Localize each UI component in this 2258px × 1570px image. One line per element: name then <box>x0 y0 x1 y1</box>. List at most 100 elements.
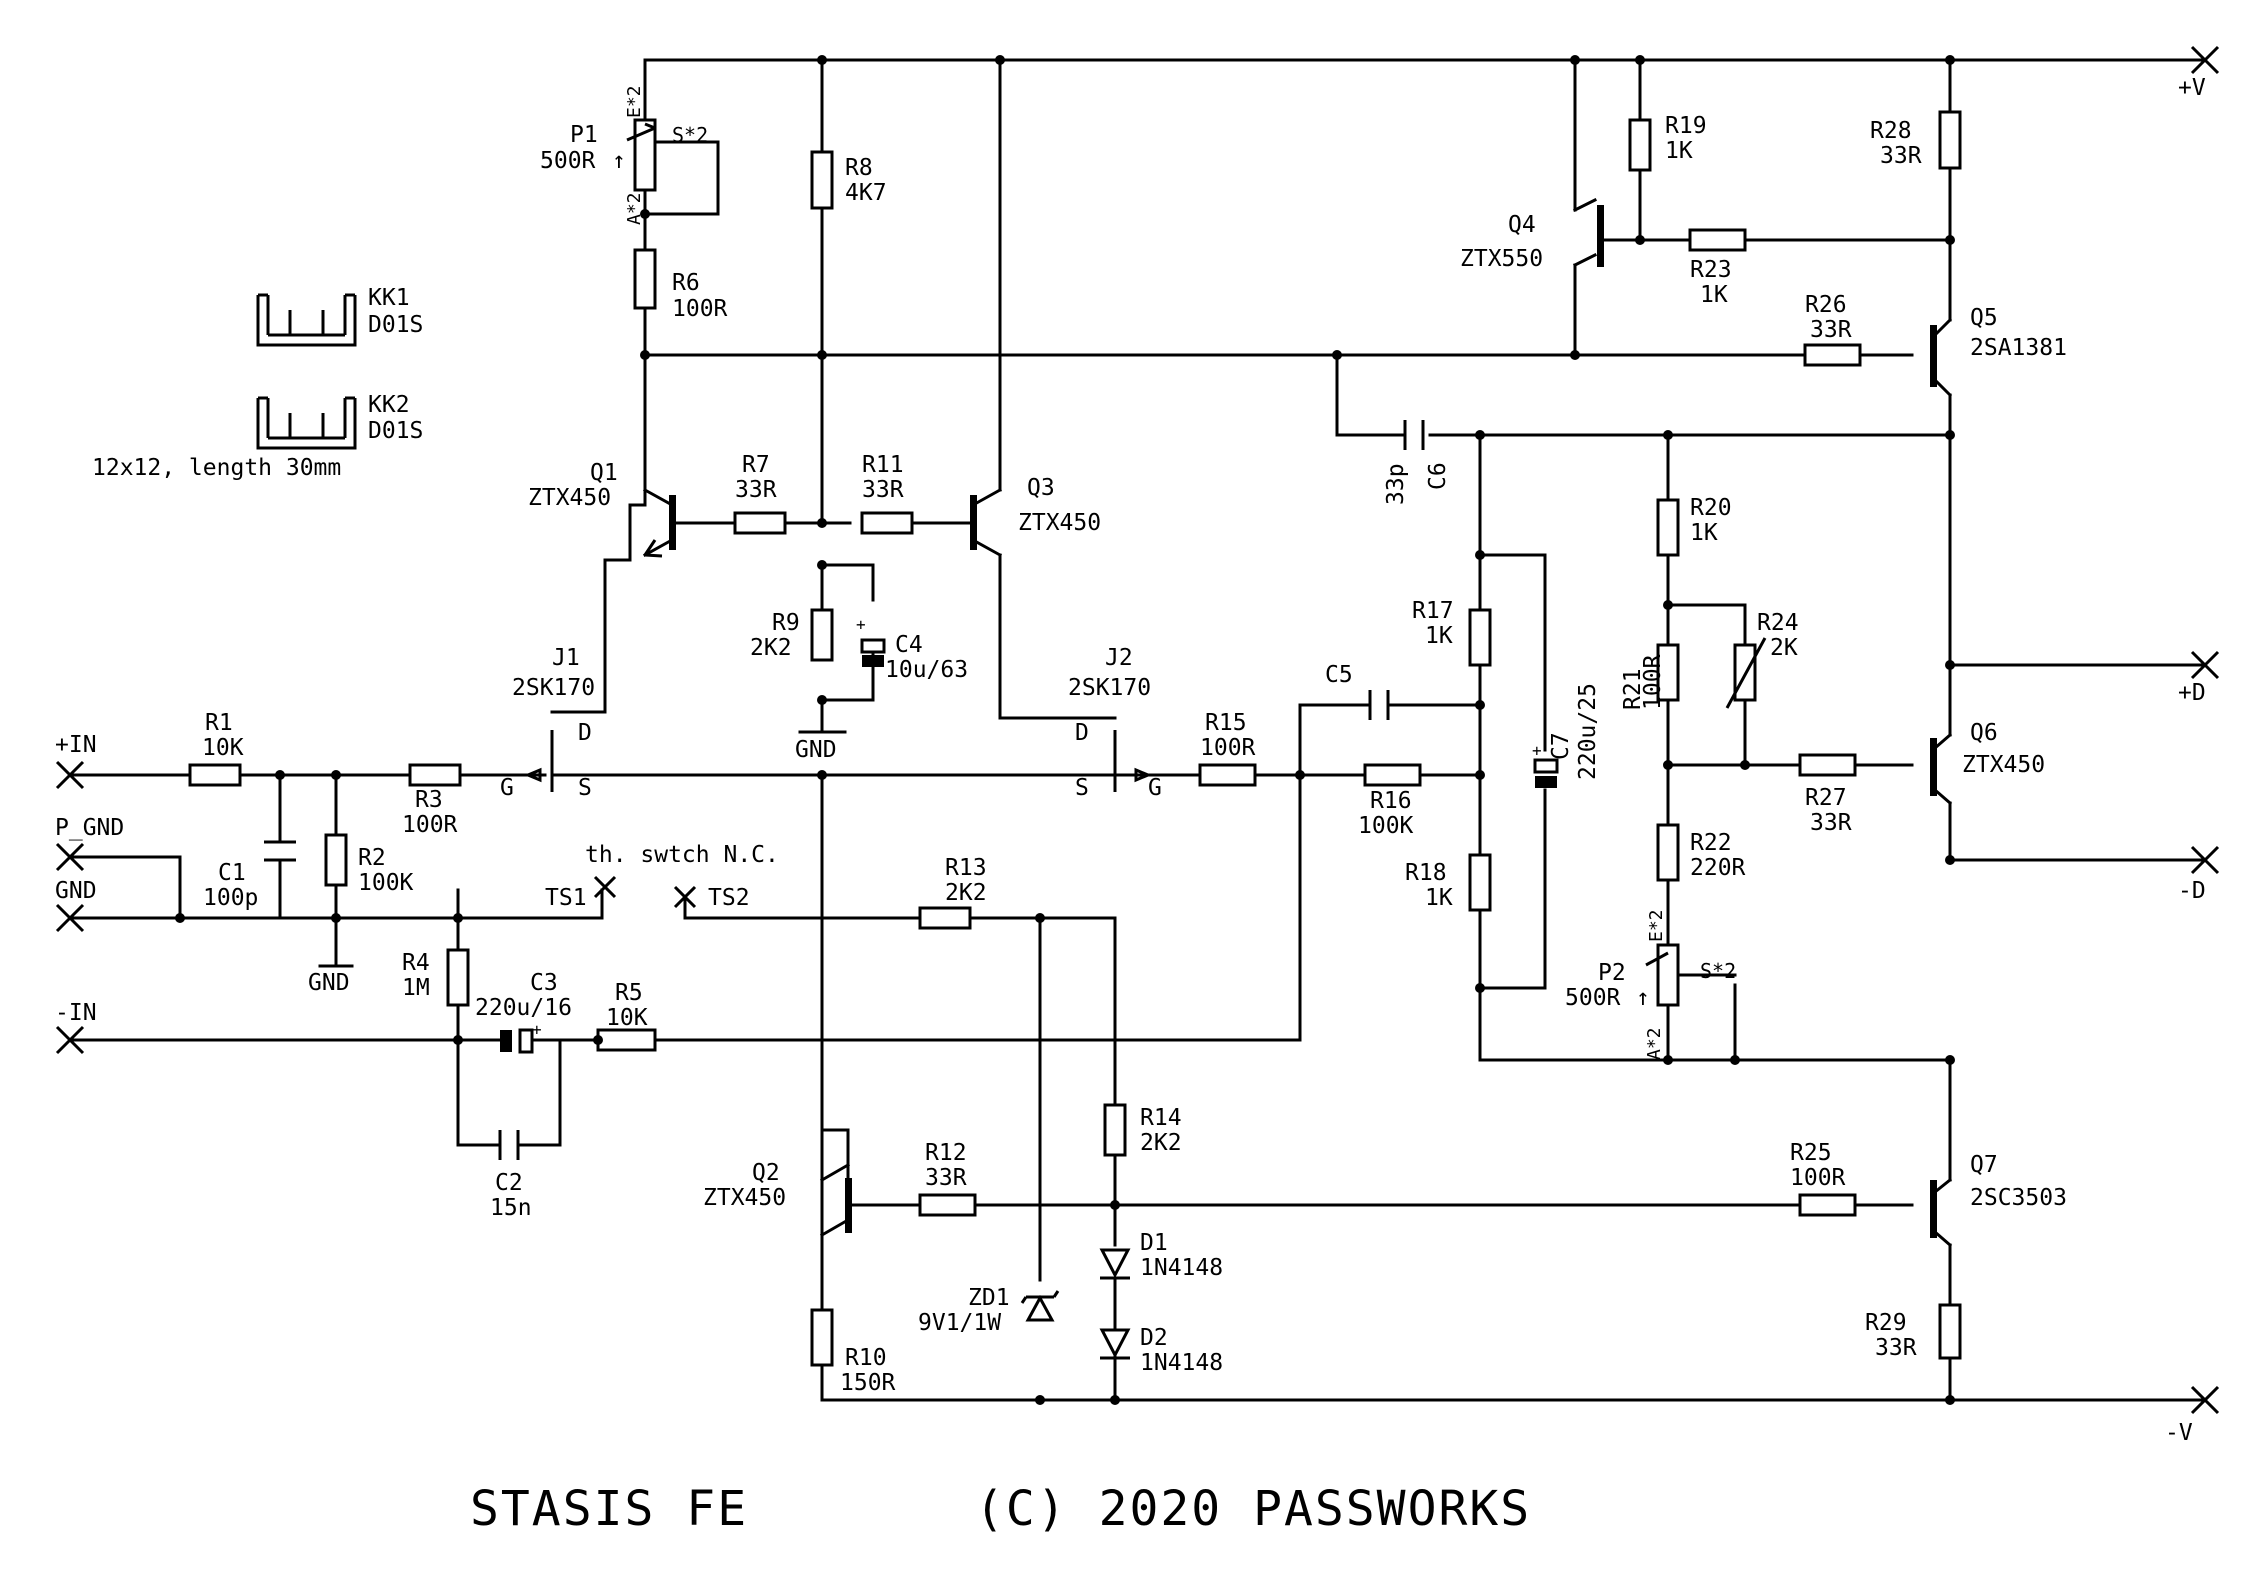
label-q2-ref: Q2 <box>752 1160 780 1186</box>
label-c6-ref: C6 <box>1425 462 1451 490</box>
terminal-minus-in[interactable] <box>55 1025 85 1055</box>
label-c4-ref: C4 <box>895 632 923 658</box>
resistor-r22 <box>1656 823 1680 882</box>
label-thermal-switch: th. swtch N.C. <box>585 842 779 868</box>
zener-zd1 <box>1020 1290 1060 1322</box>
label-minus-v: -V <box>2165 1420 2193 1446</box>
jfet-j2 <box>1113 730 1152 792</box>
resistor-r9 <box>810 608 834 662</box>
terminal-plus-v[interactable] <box>2190 45 2220 75</box>
label-r11-value: 33R <box>862 477 904 503</box>
label-j2-gate: G <box>1148 775 1162 801</box>
label-r24-ref: R24 <box>1757 610 1799 636</box>
label-r12-value: 33R <box>925 1165 967 1191</box>
resistor-r20 <box>1656 498 1680 557</box>
label-r27-value: 33R <box>1810 810 1852 836</box>
label-p2-pin-s: S*2 <box>1700 959 1736 983</box>
diode-d1 <box>1099 1248 1131 1280</box>
labels: +V +D -D -V +IN P_GND GND -IN th. swtch … <box>55 75 2206 1446</box>
label-j2-source: S <box>1075 775 1089 801</box>
junctions <box>175 55 1955 1405</box>
label-kk1-ref: KK1 <box>368 285 410 311</box>
ground-symbols <box>320 730 845 968</box>
resistor-r5 <box>596 1028 657 1052</box>
resistors <box>188 110 1962 1367</box>
terminal-minus-v[interactable] <box>2190 1385 2220 1415</box>
label-d2-value: 1N4148 <box>1140 1350 1223 1376</box>
label-r15-value: 100R <box>1200 735 1256 761</box>
label-q7-value: 2SC3503 <box>1970 1185 2067 1211</box>
label-r18-ref: R18 <box>1405 860 1447 886</box>
heatsinks <box>256 293 357 450</box>
jfet-j1 <box>524 730 554 792</box>
label-r20-value: 1K <box>1690 520 1718 546</box>
terminal-p-gnd[interactable] <box>55 842 85 872</box>
label-r26-value: 33R <box>1810 317 1852 343</box>
label-minus-in: -IN <box>55 1000 97 1026</box>
terminal-ts2[interactable] <box>673 885 697 909</box>
label-p2-value: 500R <box>1565 985 1621 1011</box>
terminals <box>55 45 2220 1415</box>
label-r21-value: 100R <box>1640 654 1666 710</box>
label-r25-ref: R25 <box>1790 1140 1832 1166</box>
label-r7-value: 33R <box>735 477 777 503</box>
label-r3-ref: R3 <box>415 787 443 813</box>
label-p1-ref: P1 <box>570 122 598 148</box>
label-c3-plus: + <box>532 1020 542 1039</box>
pot-p2-wiper <box>1645 951 1669 967</box>
terminal-plus-in[interactable] <box>55 760 85 790</box>
label-r12-ref: R12 <box>925 1140 967 1166</box>
transistor-q5 <box>1930 325 1937 387</box>
label-gnd-r2: GND <box>308 970 350 996</box>
label-ts2: TS2 <box>708 885 750 911</box>
label-p2-arrow: ↑ <box>1636 985 1650 1011</box>
variable-arrow <box>1725 637 1767 709</box>
label-p2-pin-a: A*2 <box>1644 1027 1665 1060</box>
label-kk2-value: D01S <box>368 418 423 444</box>
label-gnd-r9: GND <box>795 737 837 763</box>
terminal-plus-d[interactable] <box>2190 650 2220 680</box>
terminal-minus-d[interactable] <box>2190 845 2220 875</box>
pot-p1-wiper <box>626 122 656 142</box>
label-p2-pin-e: E*2 <box>1646 909 1667 942</box>
label-r23-ref: R23 <box>1690 257 1732 283</box>
label-c1-ref: C1 <box>218 860 246 886</box>
label-j1-ref: J1 <box>552 645 580 671</box>
label-zd1-ref: ZD1 <box>968 1285 1010 1311</box>
terminal-gnd[interactable] <box>55 903 85 933</box>
label-c7-plus: + <box>1532 741 1542 760</box>
resistor-r21 <box>1656 643 1680 702</box>
label-plus-d: +D <box>2178 680 2206 706</box>
label-c7-ref: C7 <box>1548 732 1574 760</box>
label-r14-ref: R14 <box>1140 1105 1182 1131</box>
label-q3-value: ZTX450 <box>1018 510 1101 536</box>
label-r16-value: 100K <box>1358 813 1414 839</box>
resistor-r19 <box>1628 118 1652 172</box>
label-r15-ref: R15 <box>1205 710 1247 736</box>
label-r2-value: 100K <box>358 870 414 896</box>
label-q2-value: ZTX450 <box>703 1185 786 1211</box>
label-r28-ref: R28 <box>1870 118 1912 144</box>
label-r17-value: 1K <box>1425 623 1453 649</box>
resistor-r7 <box>733 511 787 535</box>
label-r9-ref: R9 <box>772 610 800 636</box>
label-r19-ref: R19 <box>1665 113 1707 139</box>
label-c2-ref: C2 <box>495 1170 523 1196</box>
resistor-r8 <box>810 150 834 210</box>
label-zd1-value: 9V1/1W <box>918 1310 1001 1336</box>
terminal-ts1[interactable] <box>593 875 617 899</box>
label-p1-arrow: ↑ <box>612 148 626 174</box>
label-q4-ref: Q4 <box>1508 212 1536 238</box>
label-q7-ref: Q7 <box>1970 1152 1998 1178</box>
label-r2-ref: R2 <box>358 845 386 871</box>
capacitor-c6 <box>1403 420 1425 450</box>
transistor-q6 <box>1930 738 1937 796</box>
label-c4-plus: + <box>856 615 866 634</box>
label-r3-value: 100R <box>402 812 458 838</box>
resistor-r2 <box>324 833 348 887</box>
label-r26-ref: R26 <box>1805 292 1847 318</box>
pot-p2-body <box>1656 943 1680 1007</box>
resistor-r28 <box>1938 110 1962 170</box>
